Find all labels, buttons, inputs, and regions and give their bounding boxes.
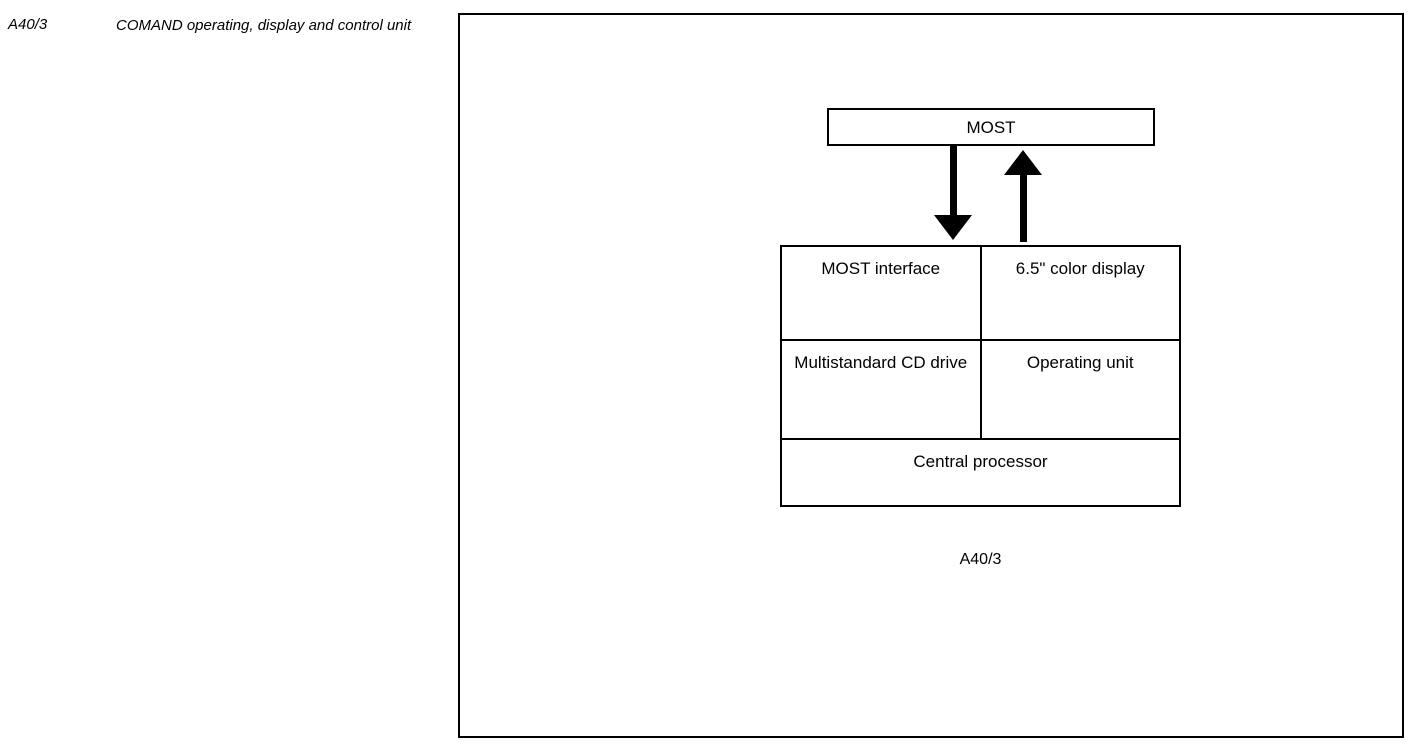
unit-cell-operating-unit: Operating unit [1026, 352, 1134, 372]
arrow-down-icon [934, 146, 972, 240]
unit-cell-cd-drive: Multistandard CD drive [782, 340, 982, 439]
most-bus-label: MOST [966, 117, 1016, 137]
legend-component-key: A40/3 [8, 16, 48, 33]
unit-row: Central processor [782, 440, 1179, 505]
unit-cell-most-interface: MOST interface [782, 247, 982, 339]
unit-row: Multistandard CD drive Operating unit [782, 340, 1179, 441]
unit-row: MOST interface 6.5" color display [782, 247, 1179, 341]
arrow-up-icon [1004, 150, 1042, 242]
unit-cell-color-display: 6.5" color display [1015, 259, 1145, 278]
control-unit-block: MOST interface 6.5" color display Multis… [780, 245, 1181, 507]
legend-component-description: COMAND operating, display and control un… [116, 17, 412, 34]
control-unit-caption: A40/3 [959, 551, 1002, 568]
unit-cell-central-processor: Central processor [913, 452, 1048, 472]
most-bus-box: MOST [827, 108, 1155, 146]
